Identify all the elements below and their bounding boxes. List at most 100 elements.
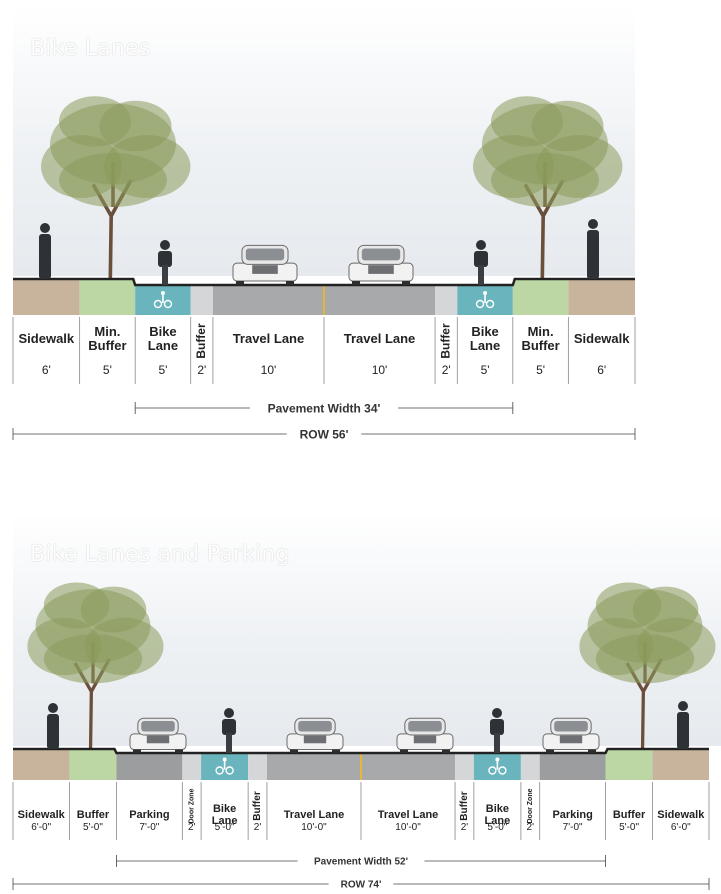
segment-band-travel	[266, 753, 361, 780]
segment-label: Sidewalk	[18, 809, 66, 821]
curb-profile-line	[13, 747, 709, 755]
row-label-bg	[328, 876, 394, 892]
car-part	[298, 721, 332, 732]
segment-label: Parking	[129, 809, 169, 821]
row-width-label: ROW 74'	[341, 880, 382, 891]
segment-dimension: 5'	[158, 363, 167, 377]
segment-label: Buffer	[438, 323, 452, 359]
segment-dimension: 2'	[527, 822, 535, 833]
bike-symbol-rider	[495, 757, 500, 762]
bike-symbol-wheel	[498, 766, 507, 775]
car-part	[559, 735, 583, 744]
cross-section-drawing: Sidewalk6'-0"Buffer5'-0"Parking7'-0"Door…	[12, 582, 716, 892]
pedestrian	[677, 701, 689, 749]
cyclist-part	[160, 240, 170, 250]
tree	[579, 582, 716, 750]
tree-canopy	[99, 100, 172, 152]
cyclist	[222, 708, 236, 753]
segment-band-parking	[539, 753, 606, 780]
segment-label: Door Zone	[527, 788, 534, 823]
segment-band-stripe	[190, 285, 213, 315]
cyclist-part	[226, 733, 232, 753]
segment-label: Buffer	[88, 338, 126, 353]
segment-dimension: 5'	[481, 363, 490, 377]
row-width-label: ROW 56'	[300, 428, 349, 442]
segment-label: Lane	[470, 338, 500, 353]
segment-dimension: 5'	[536, 363, 545, 377]
segment-label: Travel Lane	[233, 331, 305, 346]
segment-dimension: 10'-0"	[301, 822, 327, 833]
bike-symbol-wheel	[215, 766, 224, 775]
segment-dimension: 5'-0"	[83, 822, 103, 833]
segment-label: Buffer	[252, 791, 263, 821]
cyclist-part	[222, 719, 236, 735]
segment-band-parking	[116, 753, 183, 780]
pedestrian-body	[47, 714, 59, 749]
segment-label: Buffer	[613, 809, 646, 821]
segment-label: Sidewalk	[19, 331, 75, 346]
segment-dimension: 5'-0"	[487, 822, 507, 833]
car-part	[290, 749, 298, 753]
car-part	[175, 749, 183, 753]
diagram-title: Bike Lanes and Parking	[30, 542, 290, 567]
cyclist-part	[474, 251, 488, 267]
bike-symbol-wheel	[163, 299, 173, 309]
car-part	[286, 281, 294, 285]
car-part	[413, 735, 437, 744]
segment-dimension: 6'	[42, 363, 51, 377]
center-line	[360, 753, 362, 780]
pedestrian	[39, 223, 51, 279]
car-part	[252, 265, 278, 274]
tree-canopy	[43, 634, 143, 684]
cyclist-part	[494, 733, 500, 753]
segment-dimension: 10'-0"	[395, 822, 421, 833]
cyclist-part	[224, 708, 234, 718]
pedestrian-head	[48, 703, 58, 713]
pavement-label-bg	[250, 399, 398, 417]
segment-dimension: 6'-0"	[31, 822, 51, 833]
segment-band-stripe	[248, 753, 267, 780]
segment-dimension: 5'	[103, 363, 112, 377]
cyclist-part	[476, 240, 486, 250]
pavement-label-bg	[297, 853, 425, 869]
car-part	[554, 721, 588, 732]
center-line	[323, 285, 325, 315]
cyclist-part	[478, 265, 484, 285]
pedestrian	[587, 219, 599, 279]
segment-band-buffer	[512, 279, 569, 315]
pedestrian-head	[588, 219, 598, 229]
segment-dimension: 2'	[188, 822, 196, 833]
car	[129, 717, 187, 753]
tree-canopy	[80, 586, 147, 633]
segment-dimension: 2'	[442, 363, 451, 377]
bike-symbol-wheel	[488, 766, 497, 775]
segment-label: Bike	[213, 803, 236, 815]
pedestrian-head	[40, 223, 50, 233]
car-part	[332, 749, 340, 753]
tree-canopy	[491, 153, 599, 207]
segment-band-travel	[361, 753, 456, 780]
car-part	[245, 248, 285, 261]
segment-dimension: 5'-0"	[215, 822, 235, 833]
segment-label: Lane	[212, 815, 238, 827]
cyclist	[474, 240, 488, 285]
segment-label: Bike	[149, 324, 176, 339]
pedestrian	[47, 703, 59, 749]
segment-label: Bike	[486, 803, 509, 815]
diagram-title: Bike Lanes	[30, 36, 151, 61]
segment-dimension: 6'-0"	[671, 822, 691, 833]
car-part	[368, 265, 394, 274]
car-part	[402, 281, 410, 285]
car-part	[146, 735, 170, 744]
segment-dimension: 10'	[261, 363, 277, 377]
car-part	[588, 749, 596, 753]
car-part	[442, 749, 450, 753]
tree-canopy	[531, 100, 604, 152]
bike-symbol-rider	[222, 757, 227, 762]
bike-symbol-wheel	[225, 766, 234, 775]
car-part	[361, 248, 401, 261]
bike-symbol-wheel	[153, 299, 163, 309]
segment-band-buffer	[79, 279, 136, 315]
car-part	[236, 281, 244, 285]
